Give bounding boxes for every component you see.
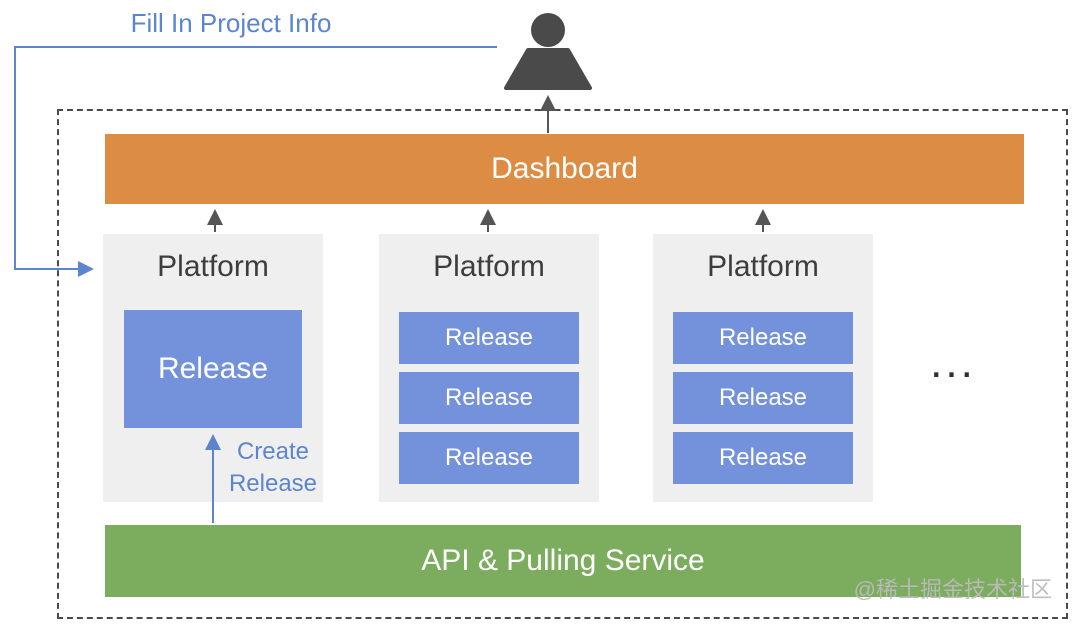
- dashboard-label: Dashboard: [491, 152, 638, 185]
- platform-node-3: Platform Release Release Release: [653, 234, 873, 502]
- system-boundary: [57, 109, 1068, 619]
- release-node: Release: [399, 312, 579, 364]
- platform-label: Platform: [157, 250, 269, 283]
- dashboard-node: Dashboard: [105, 134, 1024, 204]
- release-node: Release: [399, 372, 579, 424]
- watermark: @稀土掘金技术社区: [853, 577, 1052, 602]
- platform-label: Platform: [707, 250, 819, 283]
- release-node: Release: [673, 312, 853, 364]
- create-release-label: Create Release: [228, 438, 318, 497]
- more-platforms-ellipsis: ...: [930, 338, 976, 387]
- fill-in-project-info-label: Fill In Project Info: [130, 8, 332, 38]
- platform-node-2: Platform Release Release Release: [379, 234, 599, 502]
- api-pulling-service-label: API & Pulling Service: [421, 544, 705, 577]
- api-pulling-service-node: API & Pulling Service: [105, 525, 1021, 597]
- release-node: Release: [673, 432, 853, 484]
- user-icon: [504, 13, 592, 90]
- release-node: Release: [673, 372, 853, 424]
- release-node: Release: [124, 310, 302, 428]
- platform-label: Platform: [433, 250, 545, 283]
- release-node: Release: [399, 432, 579, 484]
